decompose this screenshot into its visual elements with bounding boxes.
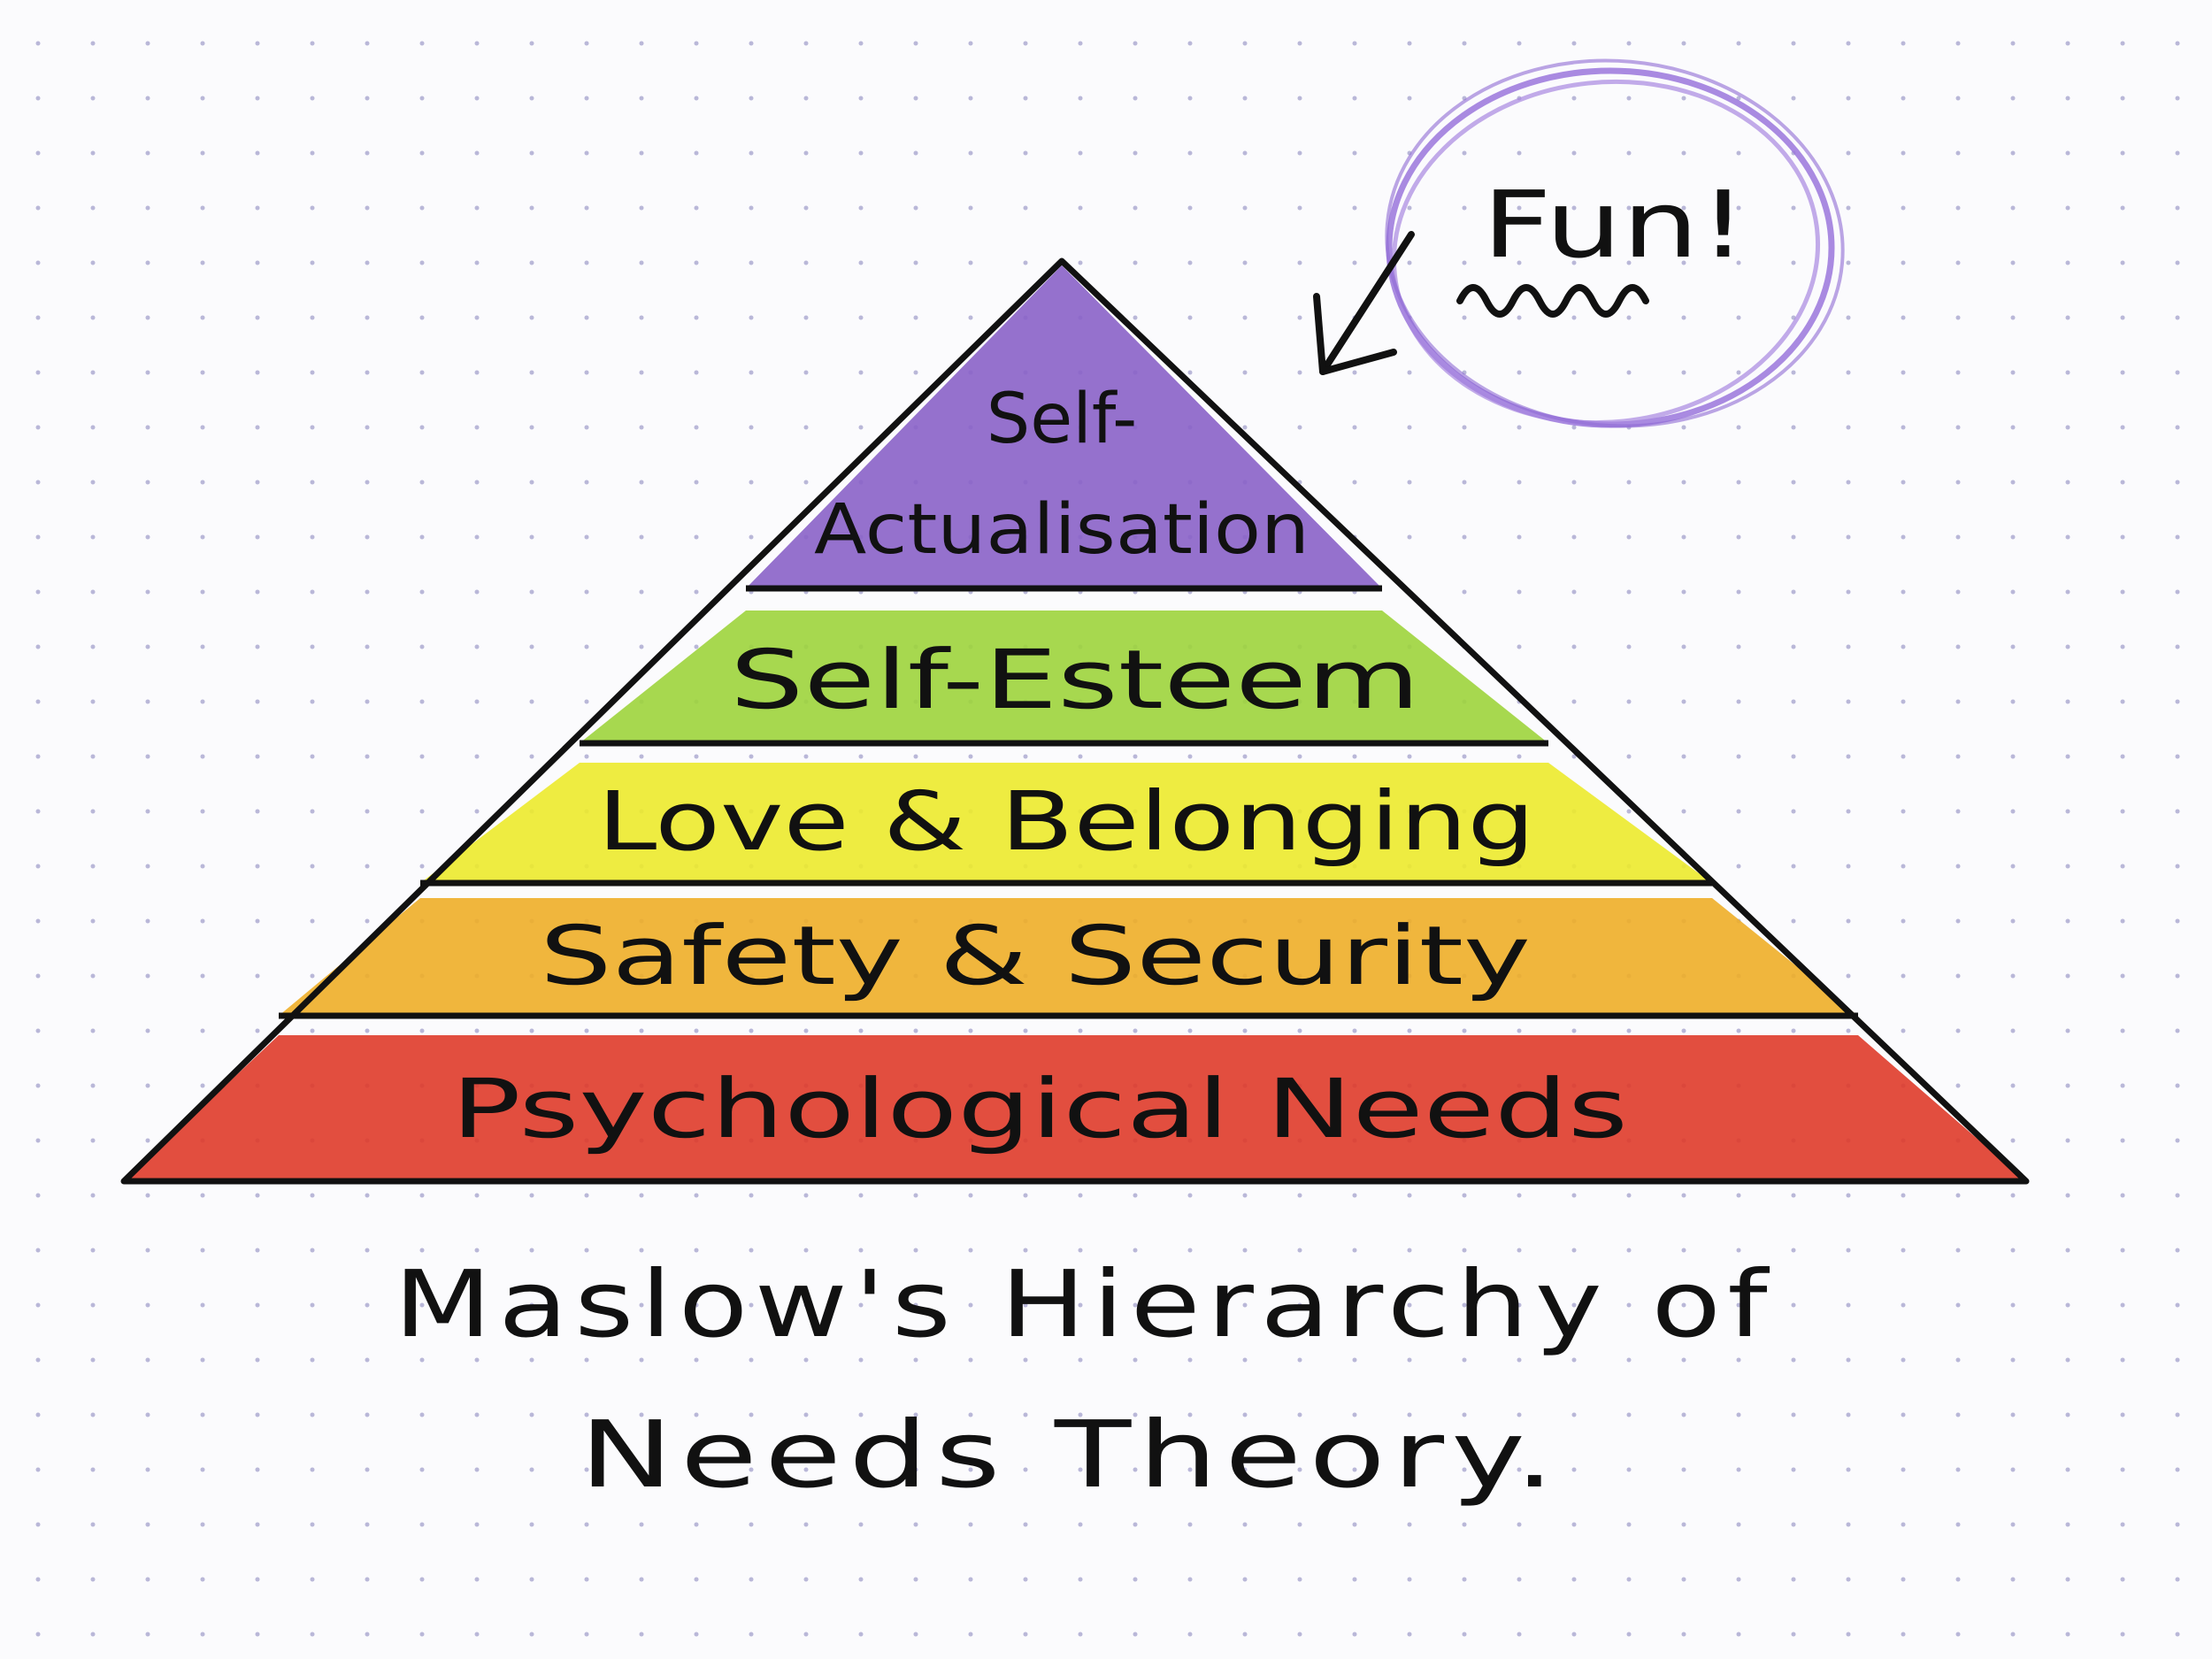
tier-label-self-actualisation-line1: Self- <box>987 380 1138 459</box>
caption-line1: Maslow's Hierarchy of <box>394 1250 1774 1358</box>
arrow-shaft <box>1319 231 1415 375</box>
tier-label-psychological-needs: Psychological Needs <box>451 1062 1628 1156</box>
caption: Maslow's Hierarchy of Needs Theory. <box>394 1250 1774 1509</box>
tier-label-safety-security: Safety & Security <box>540 909 1531 1003</box>
tier-self-actualisation <box>746 265 1382 588</box>
squiggle-underline <box>1456 284 1649 318</box>
callout-text: Fun! <box>1482 171 1747 279</box>
caption-line2: Needs Theory. <box>580 1401 1562 1509</box>
pyramid: Self- Actualisation Self-Esteem Love & B… <box>120 257 2030 1185</box>
tier-love-belonging <box>420 763 1712 883</box>
tier-label-self-actualisation-line2: Actualisation <box>814 490 1310 570</box>
tier-self-esteem <box>580 611 1548 743</box>
tier-psychological-needs <box>124 1035 2026 1181</box>
callout-ring <box>1385 58 1845 428</box>
tier-safety-security <box>279 898 1858 1016</box>
callout-ring <box>1391 79 1821 426</box>
arrow-head-icon <box>1313 293 1397 375</box>
tier-label-self-esteem: Self-Esteem <box>730 633 1420 727</box>
fun-callout: Fun! <box>1313 58 1845 428</box>
tier-label-love-belonging: Love & Belonging <box>597 774 1535 869</box>
